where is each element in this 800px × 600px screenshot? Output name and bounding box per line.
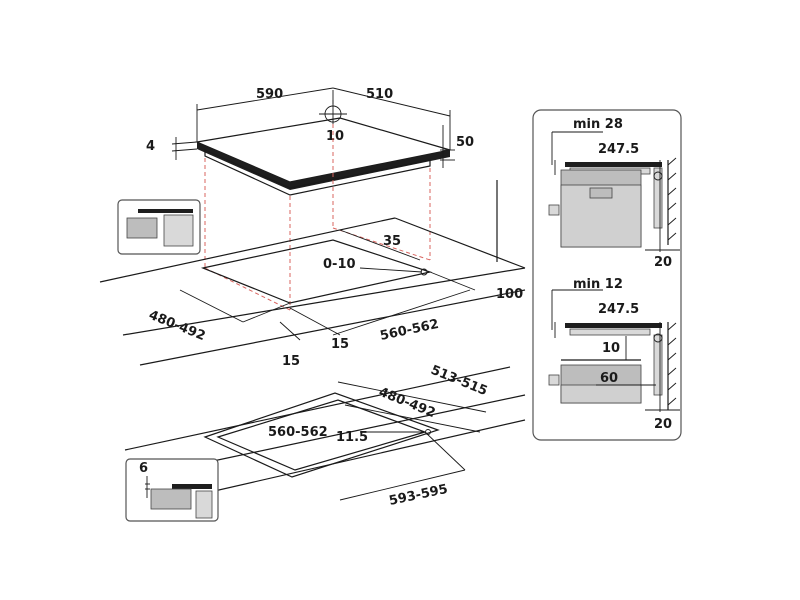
label-rear-gap: 0-10 <box>323 257 356 272</box>
countertop-flush <box>124 366 526 501</box>
label-panel1-min: min 28 <box>573 117 623 132</box>
label-flush-depth-inner: 480-492 <box>377 385 438 421</box>
flush-outer-cut <box>203 392 440 478</box>
detail-box-cutout <box>117 199 201 255</box>
label-panel2-drawer: 60 <box>600 371 618 386</box>
label-panel2-gap: 10 <box>602 341 620 356</box>
hob-top-surface <box>194 117 451 183</box>
side-view-min28 <box>548 131 680 252</box>
label-margin-front: 15 <box>331 337 349 352</box>
hob-body <box>204 149 431 196</box>
side-view-min12 <box>548 289 680 412</box>
label-wall-offset: 100 <box>496 287 523 302</box>
label-panel2-wall: 20 <box>654 417 672 432</box>
label-knob-clearance: 10 <box>326 129 344 144</box>
side-views-panel: min 28 247.5 20 mi <box>532 109 682 441</box>
label-thickness-left: 4 <box>146 139 155 154</box>
hob-dimension-lines <box>171 87 455 168</box>
label-margin-left: 15 <box>282 354 300 369</box>
label-top-width: 590 <box>256 87 283 102</box>
label-thickness-right: 50 <box>456 135 474 150</box>
label-recess-depth: 6 <box>139 461 148 476</box>
label-flush-gap: 11.5 <box>336 430 368 445</box>
label-cut-depth: 480-492 <box>147 308 208 344</box>
label-top-depth: 510 <box>366 87 393 102</box>
label-panel2-depth: 247.5 <box>598 302 639 317</box>
projection-lines <box>204 124 431 311</box>
label-flush-depth-outer: 513-515 <box>429 363 490 399</box>
cutout-opening <box>200 239 433 304</box>
label-rear-offset: 35 <box>383 234 401 249</box>
detail-box-recess <box>125 458 219 522</box>
countertop-cutout <box>99 180 526 366</box>
hob-thickness <box>197 142 450 190</box>
label-panel1-depth: 247.5 <box>598 142 639 157</box>
label-flush-width-inner: 560-562 <box>268 425 328 440</box>
label-cut-width: 560-562 <box>379 317 440 344</box>
label-panel2-min: min 12 <box>573 277 623 292</box>
hob-unit <box>194 100 451 196</box>
label-panel1-wall: 20 <box>654 255 672 270</box>
